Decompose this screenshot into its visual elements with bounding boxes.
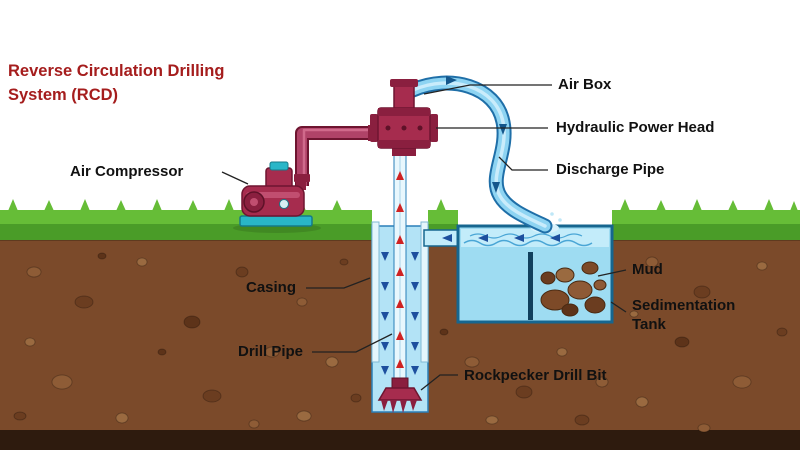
leader-air-box bbox=[423, 84, 552, 95]
leader-mud bbox=[597, 269, 627, 277]
discharge-flow-arrows bbox=[446, 76, 507, 193]
label-air-compressor: Air Compressor bbox=[70, 163, 184, 180]
title-line-2: System (RCD) bbox=[8, 85, 119, 104]
drill-bit bbox=[377, 377, 423, 413]
leader-lines bbox=[221, 84, 627, 391]
leader-discharge-pipe bbox=[498, 156, 548, 171]
power-head-figure bbox=[370, 79, 438, 149]
drill-string bbox=[377, 147, 423, 413]
label-mud: Mud bbox=[632, 261, 663, 278]
uplift-arrows bbox=[396, 171, 404, 368]
grass-tufts bbox=[8, 199, 798, 211]
title-line-1: Reverse Circulation Drilling bbox=[8, 62, 225, 80]
label-hydraulic-power-head: Hydraulic Power Head bbox=[556, 119, 715, 136]
label-discharge-pipe: Discharge Pipe bbox=[556, 161, 665, 178]
label-casing: Casing bbox=[246, 279, 297, 296]
leader-sedimentation-tank bbox=[610, 301, 627, 313]
sedimentation-tank-figure bbox=[423, 212, 614, 324]
return-flow-arrows bbox=[442, 234, 560, 242]
air-box-swivel bbox=[393, 83, 415, 111]
leader-drill-pipe bbox=[312, 333, 393, 353]
air-supply-pipe bbox=[295, 125, 380, 186]
casing-wall-right bbox=[420, 221, 429, 363]
diagram-title: Reverse Circulation Drilling System (RCD… bbox=[8, 60, 278, 108]
leader-casing bbox=[306, 277, 371, 289]
soil-rocks bbox=[13, 252, 788, 433]
label-drill-pipe: Drill Pipe bbox=[238, 343, 304, 360]
casing-wall-left bbox=[371, 221, 380, 363]
tank-divider bbox=[528, 252, 533, 320]
leader-air-compressor bbox=[221, 171, 249, 185]
downflow-arrows bbox=[381, 252, 419, 375]
mud-rocks bbox=[540, 261, 607, 317]
air-compressor-figure bbox=[233, 161, 321, 233]
label-air-box: Air Box bbox=[558, 76, 612, 93]
discharge-pipe-figure bbox=[405, 75, 553, 234]
label-rockpecker-drill-bit: Rockpecker Drill Bit bbox=[464, 367, 607, 384]
label-sedimentation-tank: Sedimentation Tank bbox=[632, 297, 736, 333]
leader-rockpecker-drill-bit bbox=[420, 374, 458, 391]
